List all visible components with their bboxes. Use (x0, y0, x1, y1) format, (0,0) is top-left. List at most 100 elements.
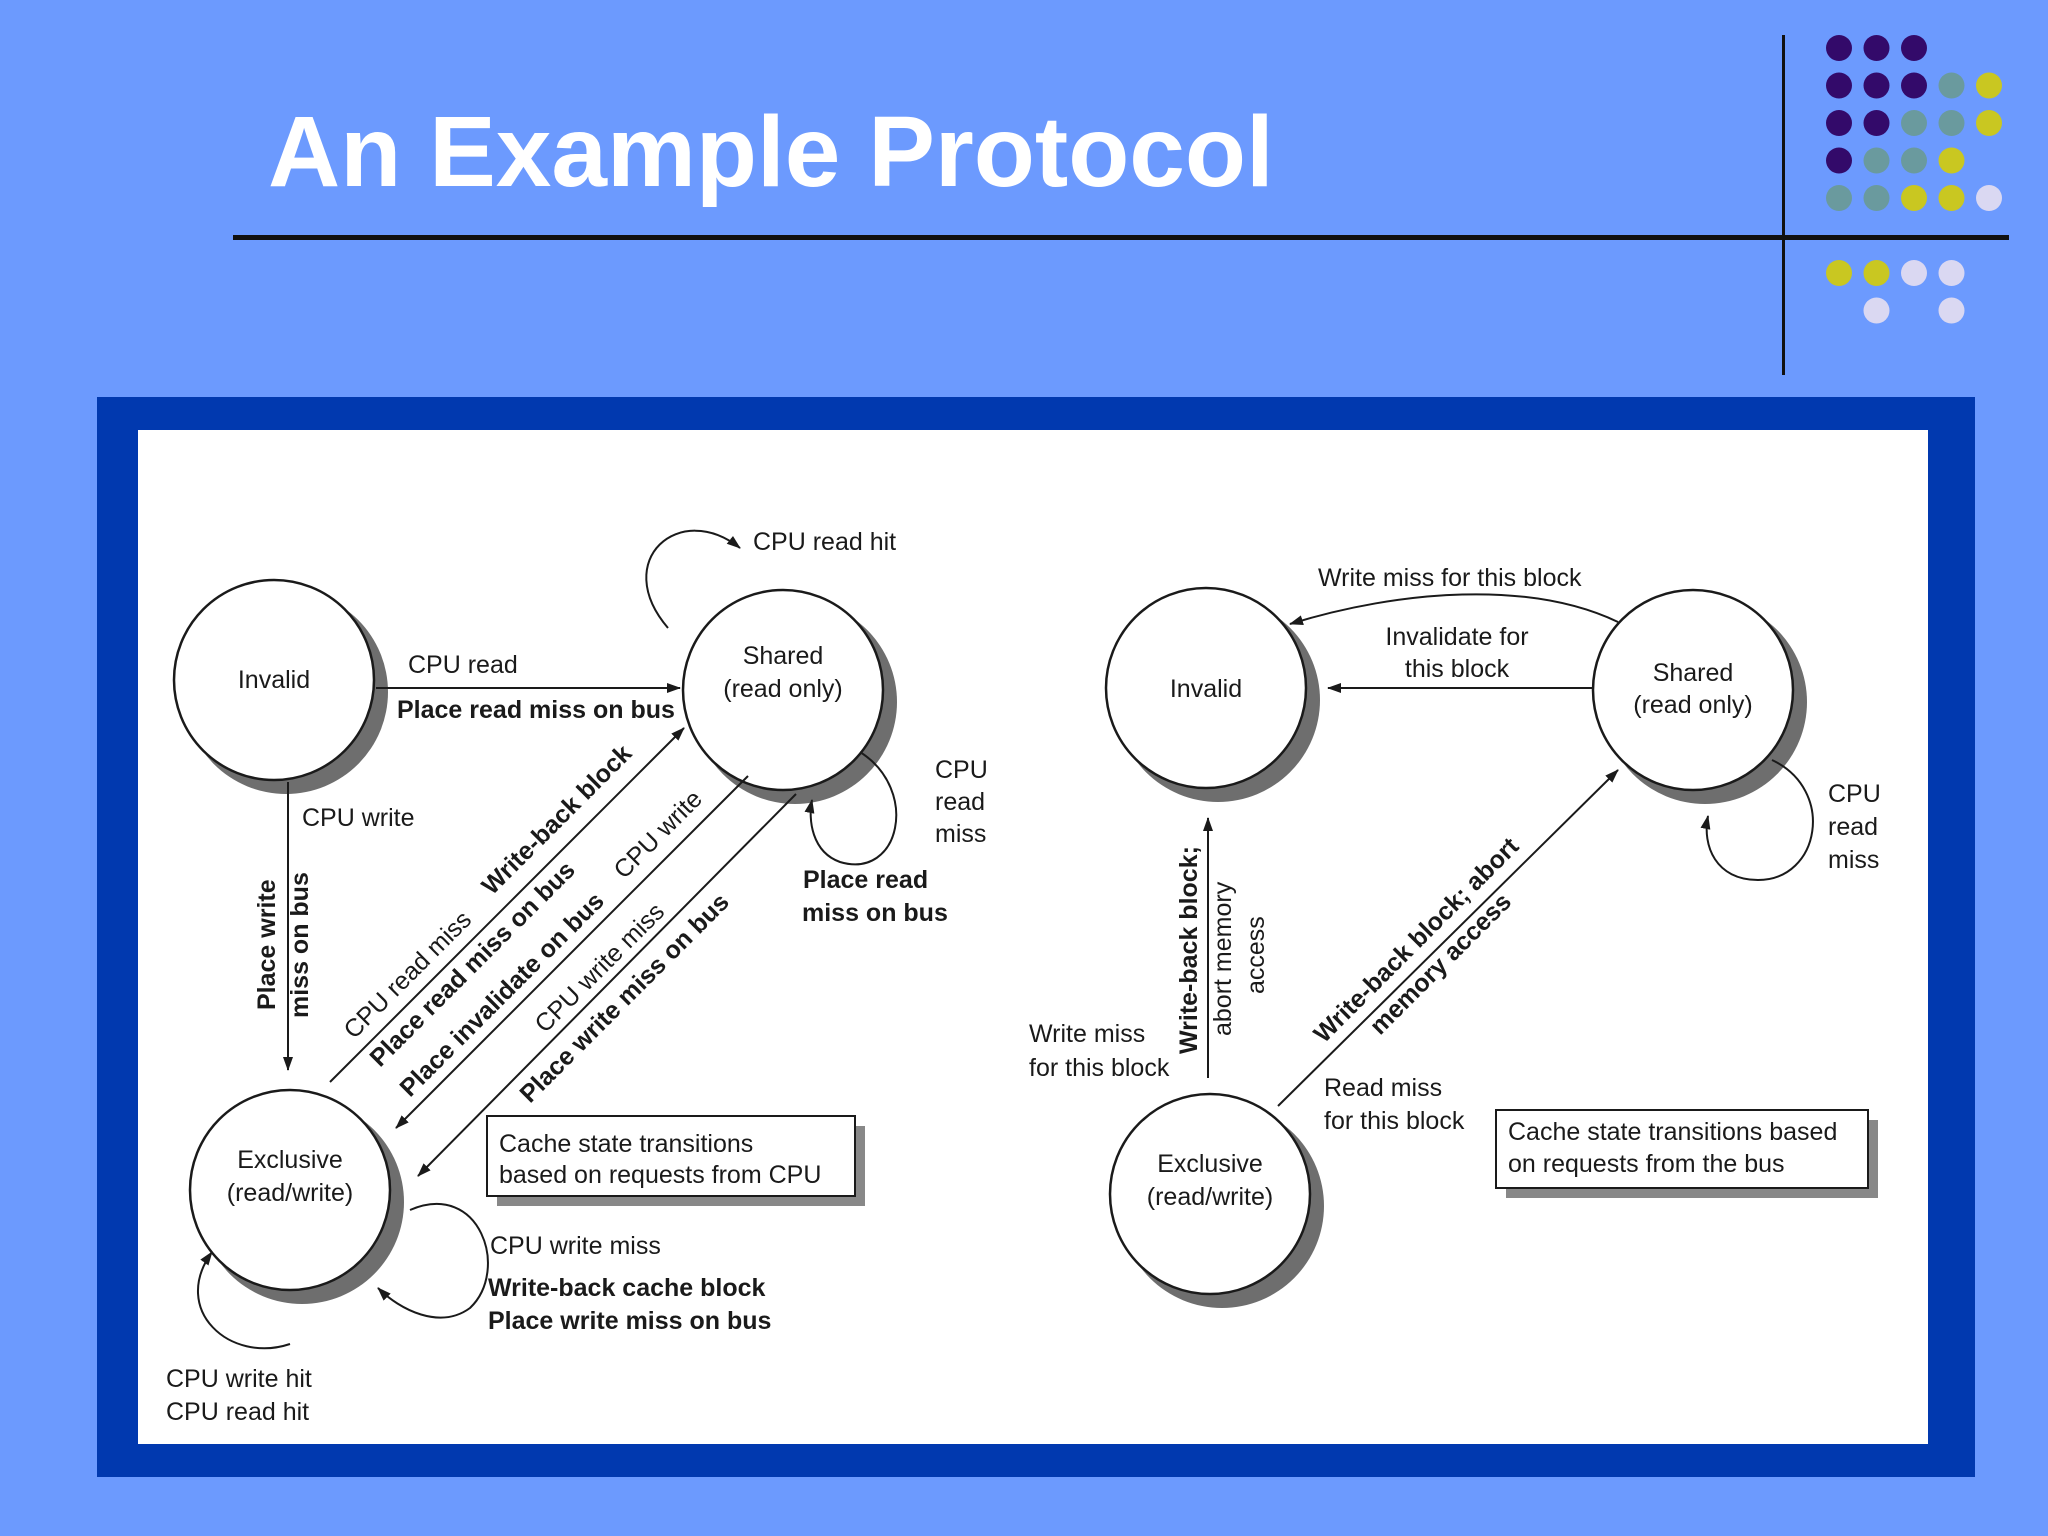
label-miss-on-bus: miss on bus (286, 872, 314, 1018)
decorative-dot (1938, 297, 1965, 324)
decorative-dot (1901, 260, 1927, 286)
cpu-caption-line-2: based on requests from CPU (499, 1161, 821, 1189)
label-read-miss: Read miss (1324, 1074, 1442, 1102)
state-shared-bus-circle (1591, 588, 1807, 804)
decorative-vertical-line (1782, 35, 1785, 375)
decorative-dot (1826, 185, 1852, 211)
shared-bus-state-sublabel: (read only) (1633, 691, 1753, 719)
label-invalidate-for: Invalidate for (1385, 623, 1528, 651)
decorative-dot (1863, 147, 1890, 174)
label-bus-miss: miss (1828, 846, 1879, 874)
shared-bus-state-label: Shared (1653, 659, 1734, 687)
decorative-dot (1863, 35, 1890, 61)
label-place-write-miss-on-bus: Place write miss on bus (488, 1307, 771, 1335)
invalid-state-label: Invalid (238, 666, 310, 694)
label-abort-memory: abort memory (1209, 881, 1237, 1036)
decorative-dot (1863, 260, 1890, 286)
decorative-dot (1901, 35, 1927, 61)
bus-caption-line-2: on requests from the bus (1508, 1150, 1785, 1178)
decorative-dot (1901, 185, 1927, 211)
state-exclusive-bus-circle (1108, 1092, 1324, 1308)
label-read: read (935, 788, 985, 816)
edge-shared-to-exclusive-writemiss (417, 793, 797, 1177)
exclusive-bus-state-label: Exclusive (1157, 1150, 1263, 1178)
loop-shared-read-miss (804, 751, 898, 866)
decorative-dot (1826, 35, 1852, 61)
decorative-dot (1863, 110, 1890, 136)
state-exclusive-cpu-circle (188, 1088, 404, 1304)
exclusive-state-label: Exclusive (237, 1146, 343, 1174)
edge-shared-to-invalid-writemiss (1289, 593, 1619, 625)
label-place-read-miss-on-bus: Place read miss on bus (397, 696, 675, 724)
label-bus-cpu: CPU (1828, 780, 1881, 808)
label-write-back-block-abort: Write-back block; abort (1308, 832, 1524, 1048)
loop-exclusive-write-miss (377, 1203, 489, 1319)
label-cpu-read-hit: CPU read hit (753, 528, 896, 556)
label-cpu-write-hit: CPU write hit (166, 1365, 312, 1393)
label-cpu-write-diag: CPU write (608, 785, 707, 884)
label-access: access (1242, 916, 1270, 994)
loop-shared-bus-read-miss (1700, 759, 1814, 882)
title-underline (233, 235, 2009, 240)
label-write-miss: Write miss (1029, 1020, 1145, 1048)
label-miss: miss (935, 820, 986, 848)
edge-shared-to-exclusive-write (395, 775, 749, 1129)
shared-state-sublabel: (read only) (723, 675, 843, 703)
bus-states (1104, 586, 1807, 1308)
bus-caption-box (1495, 1109, 1878, 1198)
decorative-dot (1826, 260, 1852, 286)
decorative-dot (1826, 110, 1852, 136)
decorative-dot (1938, 110, 1965, 136)
shared-state-label: Shared (743, 642, 824, 670)
label-for-this-block-2: for this block (1324, 1107, 1465, 1135)
decorative-dot (1938, 147, 1965, 174)
label-write-back-block-v: Write-back block; (1175, 846, 1203, 1054)
decorative-dot (1938, 72, 1965, 99)
label-place-write: Place write (253, 879, 281, 1010)
state-invalid-cpu-circle (172, 578, 388, 794)
decorative-dot (1976, 110, 2002, 136)
edge-exclusive-to-shared (329, 727, 685, 1083)
decorative-dot (1901, 110, 1927, 136)
decorative-dot (1976, 72, 2002, 99)
decorative-dot (1863, 297, 1890, 324)
bus-caption-line-1: Cache state transitions based (1508, 1118, 1837, 1146)
label-for-this-block: for this block (1029, 1054, 1170, 1082)
cpu-caption-line-1: Cache state transitions (499, 1130, 753, 1158)
label-this-block: this block (1405, 655, 1510, 683)
bus-edges-overlay (1203, 593, 1814, 1107)
diagram-canvas: Invalid Shared (read only) Exclusive (re… (138, 430, 1928, 1444)
cpu-edges-overlay (197, 529, 898, 1350)
decorative-dot (1938, 260, 1965, 286)
loop-shared-read-hit (645, 529, 741, 629)
decorative-dot (1901, 147, 1927, 174)
decorative-dot (1826, 72, 1852, 99)
exclusive-state-sublabel: (read/write) (227, 1179, 353, 1207)
decorative-dot-grid (1826, 35, 2002, 324)
loop-exclusive-hit (197, 1251, 291, 1350)
decorative-dot (1863, 185, 1890, 211)
label-miss-on-bus-2: miss on bus (802, 899, 948, 927)
label-cpu-write: CPU write (302, 804, 415, 832)
cpu-caption-box (486, 1115, 865, 1206)
label-place-write-miss-diag: Place write miss on bus (514, 888, 734, 1108)
label-cpu-write-miss: CPU write miss (490, 1232, 661, 1260)
exclusive-bus-state-sublabel: (read/write) (1147, 1183, 1273, 1211)
decorative-dot (1826, 147, 1852, 174)
cpu-states (172, 578, 897, 1304)
decorative-dot (1863, 72, 1890, 99)
label-write-back-cache-block: Write-back cache block (488, 1274, 766, 1302)
invalid-bus-state-label: Invalid (1170, 675, 1242, 703)
slide-title: An Example Protocol (268, 96, 1274, 208)
label-cpu: CPU (935, 756, 988, 784)
label-write-miss-for-this-block: Write miss for this block (1318, 564, 1582, 592)
label-bus-read: read (1828, 813, 1878, 841)
edge-exclusive-to-shared (1277, 769, 1619, 1107)
label-cpu-read: CPU read (408, 651, 518, 679)
decorative-dot (1976, 185, 2002, 211)
state-shared-cpu-circle (681, 588, 897, 804)
decorative-dot (1901, 72, 1927, 99)
label-cpu-read-hit-2: CPU read hit (166, 1398, 309, 1426)
state-invalid-bus-circle (1104, 586, 1320, 802)
